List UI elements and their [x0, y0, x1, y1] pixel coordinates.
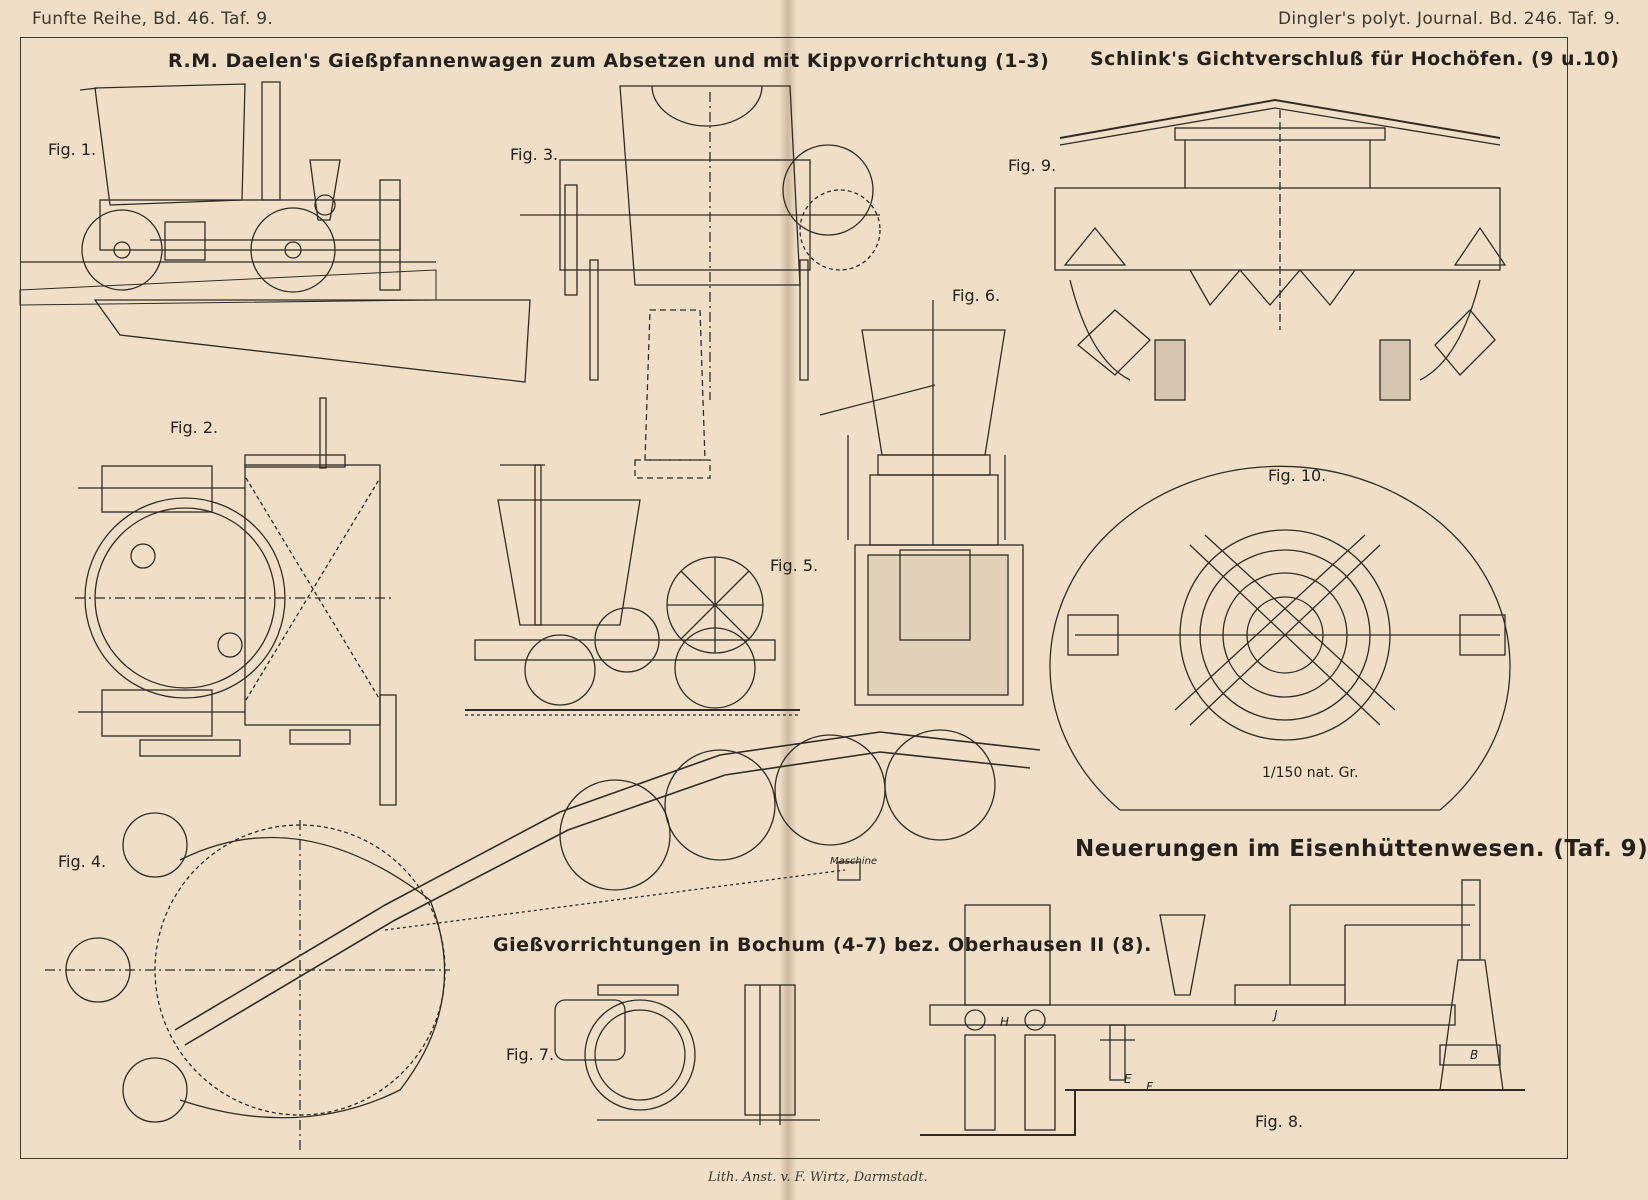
fig6-drawing [819, 300, 1024, 706]
scale-note: 1/150 nat. Gr. [1262, 765, 1359, 781]
fig2-label: Fig. 2. [170, 418, 219, 437]
lithographer-imprint: Lith. Anst. v. F. Wirtz, Darmstadt. [708, 1170, 928, 1185]
fig5-drawing [465, 464, 800, 716]
fig7-label: Fig. 7. [506, 1045, 555, 1064]
letter-H: H [1000, 1015, 1010, 1029]
fig1-label: Fig. 1. [48, 140, 97, 159]
fig3-drawing [520, 85, 881, 479]
fig8-drawing [920, 879, 1525, 1136]
fig4-label: Fig. 4. [58, 852, 107, 871]
fig6-label: Fig. 6. [952, 286, 1001, 305]
header-left: Funfte Reihe, Bd. 46. Taf. 9. [32, 9, 274, 29]
engraving-drawings [19, 81, 1525, 1150]
title-schlink: Schlink's Gichtverschluß für Hochöfen. (… [1090, 48, 1620, 70]
letter-B: B [1470, 1048, 1479, 1062]
book-gutter [779, 0, 797, 1200]
fig7-drawing [554, 984, 820, 1125]
header-right: Dingler's polyt. Journal. Bd. 246. Taf. … [1278, 9, 1621, 29]
title-neuerungen: Neuerungen im Eisenhüttenwesen. (Taf. 9) [1075, 836, 1648, 862]
fig10-label: Fig. 10. [1268, 466, 1327, 485]
fig2-drawing [75, 397, 397, 806]
fig4-drawing [45, 729, 1041, 1150]
title-daelen: R.M. Daelen's Gießpfannenwagen zum Abset… [168, 50, 1050, 72]
plate-sheet: Funfte Reihe, Bd. 46. Taf. 9. Dingler's … [19, 0, 1648, 1200]
fig10-drawing [1049, 465, 1511, 811]
fig8-label: Fig. 8. [1255, 1112, 1304, 1131]
maschine-label: Maschine [830, 856, 878, 867]
title-bochum: Gießvorrichtungen in Bochum (4-7) bez. O… [493, 934, 1152, 956]
fig1-drawing [19, 81, 531, 383]
fig9-label: Fig. 9. [1008, 156, 1057, 175]
letter-E: E [1124, 1072, 1132, 1086]
fig3-label: Fig. 3. [510, 145, 559, 164]
letter-J: J [1274, 1008, 1278, 1022]
fig9-drawing [1054, 98, 1507, 401]
plate-border [20, 37, 1568, 1159]
fig5-label: Fig. 5. [770, 556, 819, 575]
letter-F: F [1146, 1080, 1153, 1094]
